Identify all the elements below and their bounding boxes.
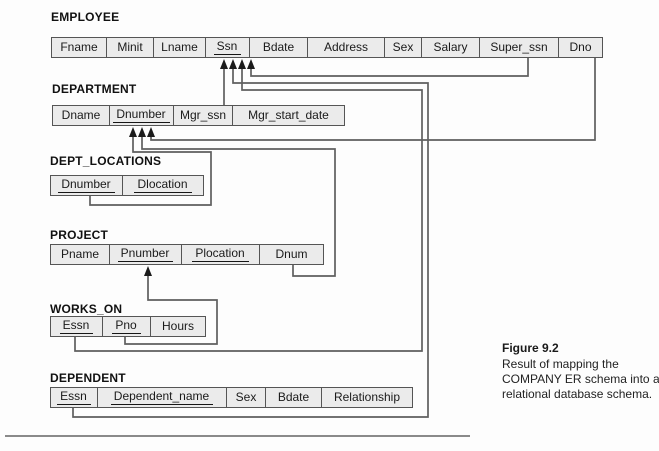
table-title-project: PROJECT (50, 228, 109, 242)
arrowhead-dnumber-3 (147, 127, 155, 137)
fk-line-dependent-essn-to-ssn (72, 68, 429, 418)
fk-line-dnum-to-dnumber (141, 137, 336, 277)
field-cell: Dname (52, 105, 110, 126)
arrowhead-ssn-1 (220, 59, 228, 69)
table-row-project: Pname Pnumber Plocation Dnum (50, 244, 324, 265)
field-cell: Essn (50, 316, 103, 337)
field-cell: Mgr_ssn (173, 105, 233, 126)
field-label: Lname (161, 40, 198, 55)
key-field-label: Ssn (213, 40, 242, 55)
field-label: Bdate (277, 390, 310, 405)
table-row-department: Dname Dnumber Mgr_ssn Mgr_start_date (52, 105, 345, 126)
bottom-rule (5, 435, 470, 437)
table-row-dependent: Essn Dependent_name Sex Bdate Relationship (50, 387, 413, 408)
field-cell: Bdate (265, 387, 322, 408)
field-label: Relationship (333, 390, 401, 405)
field-cell: Fname (51, 37, 107, 58)
field-cell: Pname (50, 244, 110, 265)
key-field-label: Dnumber (113, 108, 170, 123)
field-cell: Salary (421, 37, 480, 58)
key-field-label: Plocation (192, 247, 249, 262)
field-cell: Address (307, 37, 385, 58)
arrowhead-pnumber (144, 266, 152, 276)
field-label: Hours (161, 319, 194, 334)
fk-line-works_on-essn-to-ssn (74, 68, 423, 352)
fk-line-dept_loc-dnumber-to-dnumber (89, 137, 212, 206)
key-field-label: Pnumber (117, 247, 174, 262)
field-cell: Lname (153, 37, 206, 58)
key-field-label: Essn (59, 319, 94, 334)
field-label: Minit (117, 40, 143, 55)
field-label: Salary (433, 40, 468, 55)
field-cell: Super_ssn (479, 37, 559, 58)
field-cell: Dependent_name (97, 387, 227, 408)
field-cell: Bdate (249, 37, 308, 58)
field-label: Dname (61, 108, 101, 123)
field-cell: Ssn (205, 37, 250, 58)
field-cell: Dnum (259, 244, 324, 265)
field-cell: Dnumber (109, 105, 174, 126)
field-label: Mgr_start_date (248, 108, 329, 123)
fk-line-pno-to-pnumber (124, 276, 218, 345)
field-cell: Pnumber (109, 244, 182, 265)
field-cell: Dnumber (50, 175, 123, 196)
key-field-label: Essn (57, 390, 91, 405)
field-cell: Pno (102, 316, 151, 337)
key-field-label: Dependent_name (110, 390, 214, 405)
arrowhead-ssn-2 (229, 59, 237, 69)
figure-caption: Figure 9.2 Result of mapping the COMPANY… (502, 341, 659, 402)
table-row-employee: Fname Minit Lname Ssn Bdate Address Sex Salary S… (51, 37, 603, 58)
field-cell: Sex (226, 387, 266, 408)
field-label: Fname (60, 40, 98, 55)
key-field-label: Pno (112, 319, 141, 334)
field-label: Address (323, 40, 369, 55)
table-title-department: DEPARTMENT (52, 82, 137, 96)
field-label: Mgr_ssn (179, 108, 226, 123)
field-cell: Dno (558, 37, 603, 58)
arrowhead-dnumber-1 (129, 127, 137, 137)
figure-caption-text: Result of mapping the COMPANY ER schema … (502, 357, 659, 401)
field-label: Super_ssn (490, 40, 548, 55)
figure-caption-title: Figure 9.2 (502, 341, 559, 355)
field-cell: Mgr_start_date (232, 105, 345, 126)
field-cell: Minit (106, 37, 154, 58)
field-label: Sex (235, 390, 257, 405)
table-row-works_on: Essn Pno Hours (50, 316, 206, 337)
arrowhead-ssn-3 (238, 59, 246, 69)
field-cell: Relationship (321, 387, 413, 408)
key-field-label: Dnumber (58, 178, 115, 193)
field-cell: Sex (384, 37, 422, 58)
field-cell: Dlocation (122, 175, 204, 196)
field-cell: Essn (50, 387, 98, 408)
arrowhead-ssn-4 (247, 59, 255, 69)
table-title-dept_locations: DEPT_LOCATIONS (50, 154, 162, 168)
field-label: Pname (60, 247, 100, 262)
field-label: Bdate (262, 40, 295, 55)
fk-line-super_ssn-to-ssn (250, 58, 529, 77)
table-title-works_on: WORKS_ON (50, 302, 123, 316)
key-field-label: Dlocation (134, 178, 192, 193)
table-title-employee: EMPLOYEE (51, 10, 120, 24)
table-row-dept_locations: Dnumber Dlocation (50, 175, 204, 196)
fk-line-dno-to-dnumber (150, 58, 596, 141)
field-cell: Plocation (181, 244, 260, 265)
field-label: Dnum (275, 247, 308, 262)
field-cell: Hours (150, 316, 206, 337)
table-title-dependent: DEPENDENT (50, 371, 126, 385)
field-label: Sex (392, 40, 414, 55)
field-label: Dno (569, 40, 592, 55)
arrowhead-dnumber-2 (138, 127, 146, 137)
